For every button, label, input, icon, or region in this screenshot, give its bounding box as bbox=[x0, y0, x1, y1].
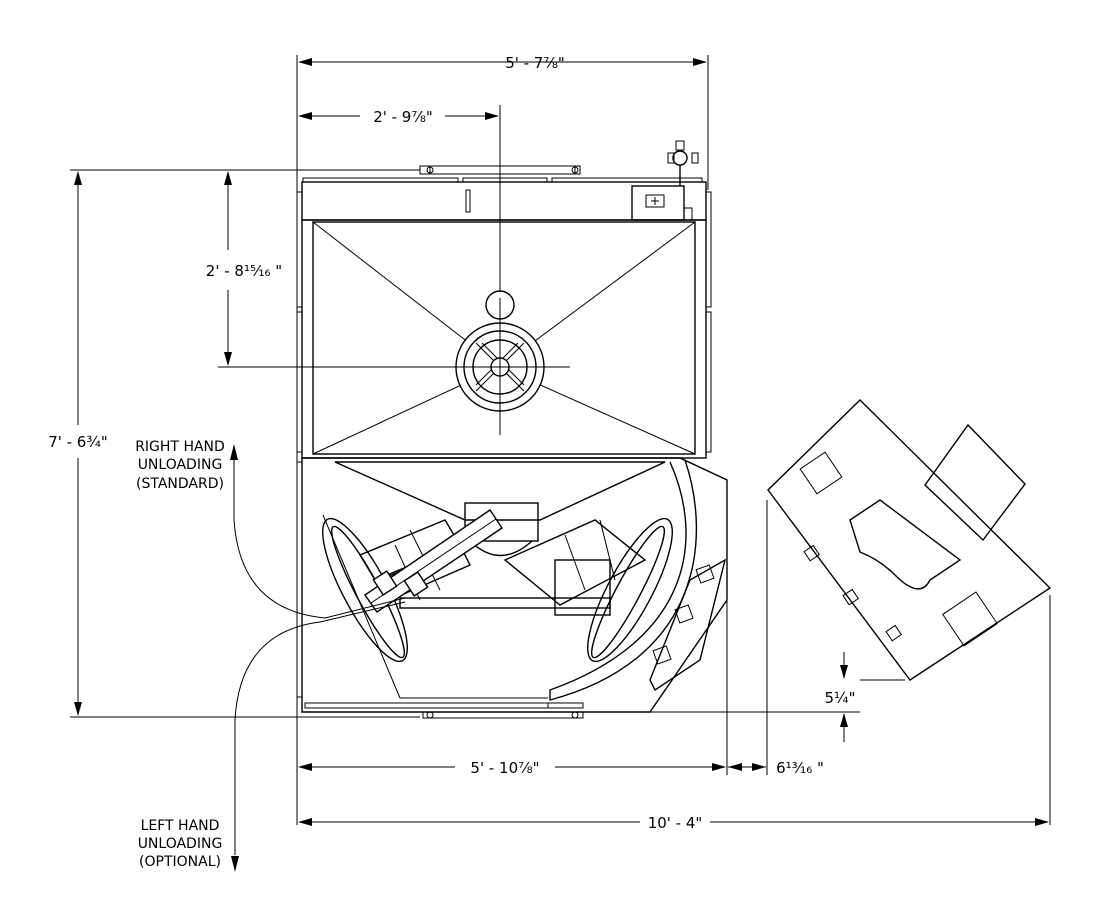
lower-base bbox=[296, 457, 728, 719]
dim-overall-width-label: 5' - 7⅞" bbox=[505, 54, 565, 72]
left-hand-note-line3: (OPTIONAL) bbox=[139, 854, 221, 870]
dim-base-width-label: 5' - 10⅞" bbox=[470, 759, 539, 777]
dimension-base-width bbox=[298, 763, 726, 771]
dim-offset-label: 5¼" bbox=[825, 689, 856, 707]
right-hand-note-line2: UNLOADING bbox=[138, 457, 223, 473]
dimension-offset bbox=[840, 652, 848, 742]
dim-overall-depth-label: 7' - 6¾" bbox=[48, 433, 108, 451]
dim-gap-label: 6¹³⁄₁₆ " bbox=[776, 759, 824, 777]
left-hand-note-line2: UNLOADING bbox=[138, 836, 223, 852]
rotated-unit bbox=[767, 399, 1052, 681]
dimension-center-width bbox=[298, 112, 499, 120]
dimension-gap bbox=[728, 763, 766, 771]
dim-center-width-label: 2' - 9⅞" bbox=[373, 108, 433, 126]
drum-assembly bbox=[430, 290, 570, 435]
left-hand-unloading-path bbox=[231, 601, 406, 872]
dimension-total-width bbox=[298, 818, 1049, 826]
right-hand-note-line3: (STANDARD) bbox=[136, 476, 224, 492]
dimension-overall-width bbox=[298, 58, 707, 66]
dimension-overall-depth bbox=[74, 171, 82, 716]
right-hand-note-line1: RIGHT HAND bbox=[135, 439, 225, 455]
dimension-center-depth bbox=[224, 171, 232, 366]
dim-total-width-label: 10' - 4" bbox=[648, 814, 703, 832]
dim-center-depth-label: 2' - 8¹⁵⁄₁₆ " bbox=[206, 262, 282, 280]
right-hand-unloading-path bbox=[230, 444, 406, 619]
left-hand-note-line1: LEFT HAND bbox=[141, 818, 220, 834]
